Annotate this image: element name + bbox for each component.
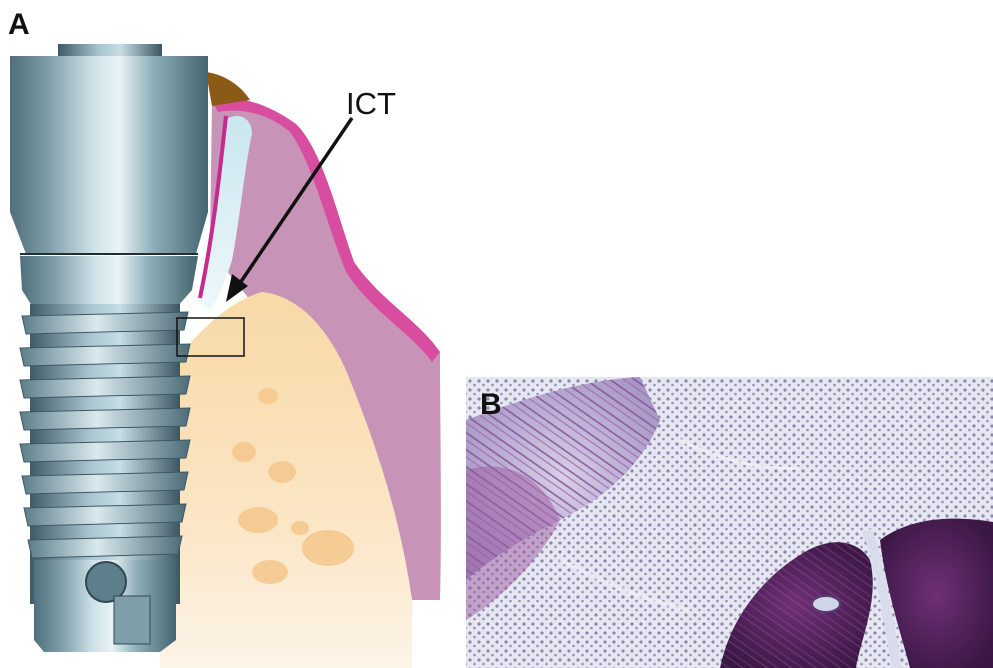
crown-cuff	[206, 72, 250, 106]
ict-annotation-label: ICT	[346, 86, 396, 122]
implant-threads	[20, 304, 190, 604]
vessel-lumen	[812, 596, 840, 612]
panel-a-diagram	[10, 44, 441, 668]
implant-collar	[20, 256, 198, 306]
abutment-body	[10, 56, 208, 254]
abutment-top	[58, 44, 162, 58]
panel-b-micrograph	[466, 377, 993, 668]
apex-slot	[114, 596, 150, 644]
panel-label-b: B	[480, 388, 502, 422]
panel-label-a: A	[8, 8, 30, 42]
